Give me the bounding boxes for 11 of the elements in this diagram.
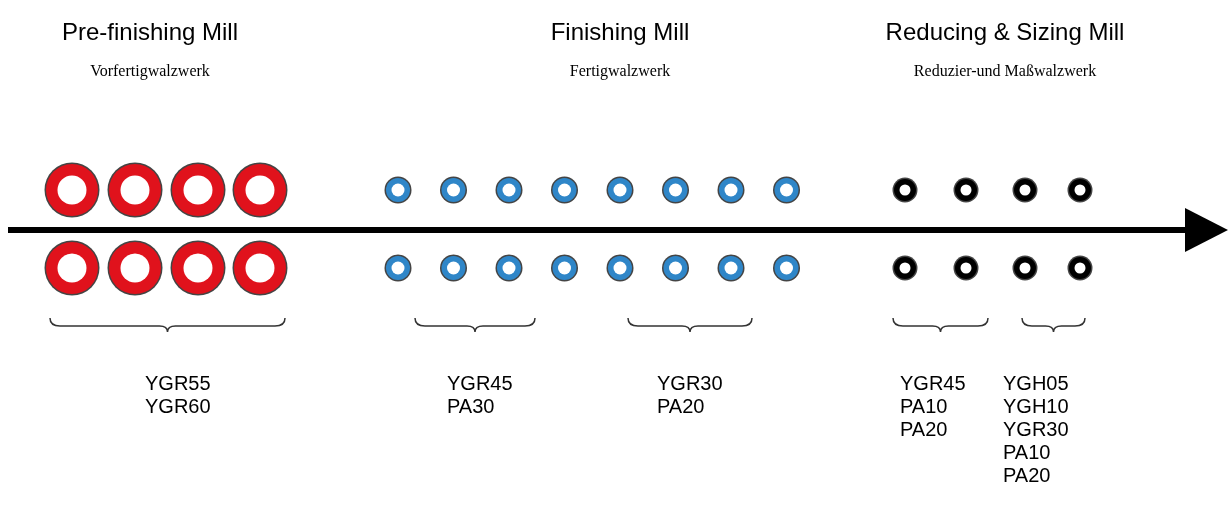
mill-heading: Pre-finishing Mill bbox=[61, 18, 239, 46]
grade-list: YGR30 PA20 bbox=[657, 372, 723, 418]
german-subtitle: Vorfertigwalzwerk bbox=[90, 62, 210, 80]
grade-list: YGR45 PA30 bbox=[447, 372, 513, 418]
grade-list: YGR45 PA10 PA20 bbox=[900, 372, 966, 441]
grade-list: YGH05 YGH10 YGR30 PA10 PA20 bbox=[1003, 372, 1069, 487]
grade-list: YGR55 YGR60 bbox=[145, 372, 211, 418]
german-subtitle: Reduzier-und Maßwalzwerk bbox=[913, 62, 1097, 80]
mill-heading: Finishing Mill bbox=[550, 18, 690, 46]
german-subtitle: Fertigwalzwerk bbox=[569, 62, 671, 80]
mill-heading: Reducing & Sizing Mill bbox=[885, 18, 1125, 46]
